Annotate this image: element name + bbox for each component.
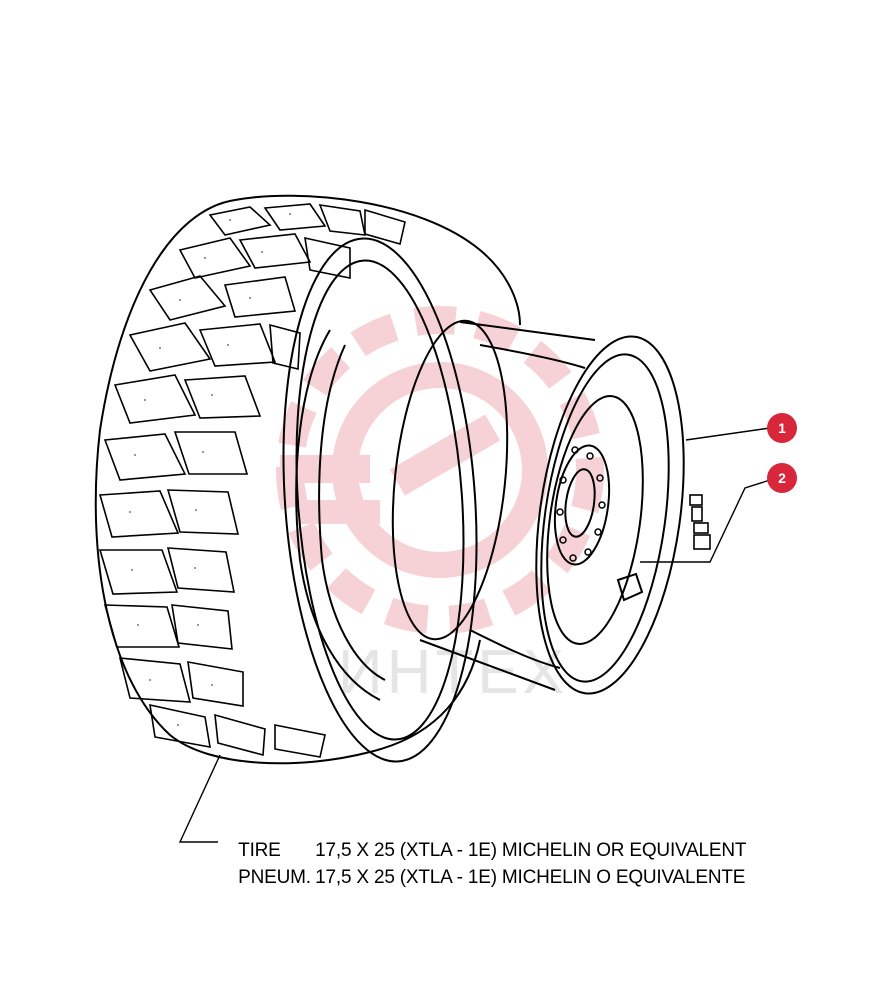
callout-1: 1 [767,413,797,443]
callout-2: 2 [767,463,797,493]
valve [689,494,711,550]
leader-tire [178,754,221,843]
watermark-text: ИНТЕХ [338,638,568,707]
watermark-logo [276,306,604,634]
svg-text:1: 1 [778,420,786,436]
leader-1 [685,427,771,441]
caption-text-spanish: 17,5 X 25 (XTLA - 1E) MICHELIN O EQUIVAL… [315,867,746,888]
svg-text:2: 2 [778,470,786,486]
caption-line-spanish: PNEUM.17,5 X 25 (XTLA - 1E) MICHELIN O E… [228,845,745,889]
tire [94,194,521,765]
caption-line-english: TIRE 17,5 X 25 (XTLA - 1E) MICHELIN OR EQ… [228,818,746,862]
caption-label-pneum: PNEUM. [238,867,311,888]
caption-label-tire: TIRE [238,840,281,861]
caption-text-english: 17,5 X 25 (XTLA - 1E) MICHELIN OR EQUIVA… [315,840,747,861]
rim [391,319,685,695]
leader-2 [640,479,771,563]
leader-lines [178,427,771,843]
